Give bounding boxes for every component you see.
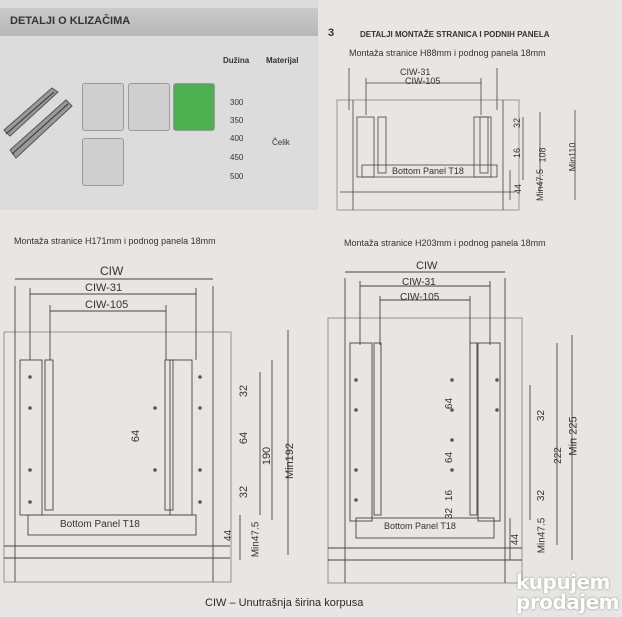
dim-label: 32 — [444, 507, 456, 520]
ciw31-label: CIW-31 — [400, 67, 431, 77]
watermark-line: kupujem — [516, 570, 610, 594]
footer-note: CIW – Unutrašnja širina korpusa — [205, 597, 364, 609]
section-header-bar — [0, 8, 318, 36]
col-header-length: Dužina — [223, 56, 250, 65]
material-value: Čelik — [272, 138, 290, 147]
ciw-label: CIW — [416, 260, 438, 272]
section-number: 3 — [328, 27, 335, 39]
dim-label: 64 — [444, 397, 456, 410]
dim-label: 32 — [536, 409, 548, 422]
dim-label: 64 — [130, 429, 143, 443]
diagram-big-holes — [354, 378, 499, 502]
bottom-panel-label: Bottom Panel T18 — [384, 521, 456, 531]
diagram-mid — [3, 278, 289, 583]
dim-label: Min47.5 — [535, 168, 546, 202]
ciw-label: CIW — [100, 264, 124, 278]
dim-label: Min 225 — [567, 416, 580, 456]
dim-label: 44 — [510, 533, 522, 546]
diagram-small — [336, 68, 576, 211]
ciw31-label: CIW-31 — [402, 277, 436, 288]
drawer-extension-icon — [128, 83, 170, 131]
dim-label: 32 — [238, 485, 251, 499]
dim-label: 16 — [512, 147, 523, 159]
length-value: 300 — [230, 98, 244, 107]
ciw105-label: CIW-105 — [405, 76, 441, 86]
dim-label: Min47.5 — [250, 521, 262, 558]
dim-label: 190 — [261, 446, 274, 466]
dim-label: 44 — [223, 529, 235, 542]
length-value: 500 — [230, 172, 244, 181]
dim-label: 16 — [444, 489, 456, 502]
load-weight-icon — [82, 83, 124, 131]
dim-label: Min192 — [284, 442, 297, 480]
dim-label: Min47.5 — [536, 517, 548, 554]
diagram-mid-holes — [28, 375, 202, 504]
bottom-panel-label: Bottom Panel T18 — [392, 166, 464, 176]
dim-label: 32 — [536, 489, 548, 502]
section-title-slides: DETALJI O KLIZAČIMA — [10, 15, 131, 27]
push-arrow-icon — [173, 83, 215, 131]
diagram-small-caption: Montaža stranice H88mm i podnog panela 1… — [349, 48, 546, 58]
dim-label: 32 — [512, 117, 523, 129]
slide-illustration — [3, 87, 73, 159]
dim-label: 64 — [444, 451, 456, 464]
dim-label: 44 — [513, 183, 524, 195]
watermark-line: prodajem — [516, 590, 620, 614]
dim-label: 32 — [238, 384, 251, 398]
ciw105-label: CIW-105 — [85, 299, 129, 311]
dim-label: 222 — [552, 447, 564, 464]
bottom-panel-label: Bottom Panel T18 — [60, 519, 140, 530]
ciw31-label: CIW-31 — [85, 282, 123, 294]
dim-label: Min110 — [567, 142, 578, 172]
col-header-material: Materijal — [266, 56, 299, 65]
length-value: 400 — [230, 134, 244, 143]
length-value: 350 — [230, 116, 244, 125]
diagram-big-caption: Montaža stranice H203mm i podnog panela … — [344, 238, 546, 248]
dim-label: 64 — [238, 431, 251, 445]
length-value: 450 — [230, 153, 244, 162]
section-title-mounting: DETALJI MONTAŽE STRANICA I PODNIH PANELA — [360, 30, 550, 39]
dim-label: 108 — [537, 147, 548, 163]
ciw105-label: CIW-105 — [400, 292, 440, 303]
sun-rust-icon — [82, 138, 124, 186]
diagram-mid-caption: Montaža stranice H171mm i podnog panela … — [14, 236, 216, 246]
diagram-big — [327, 271, 573, 584]
